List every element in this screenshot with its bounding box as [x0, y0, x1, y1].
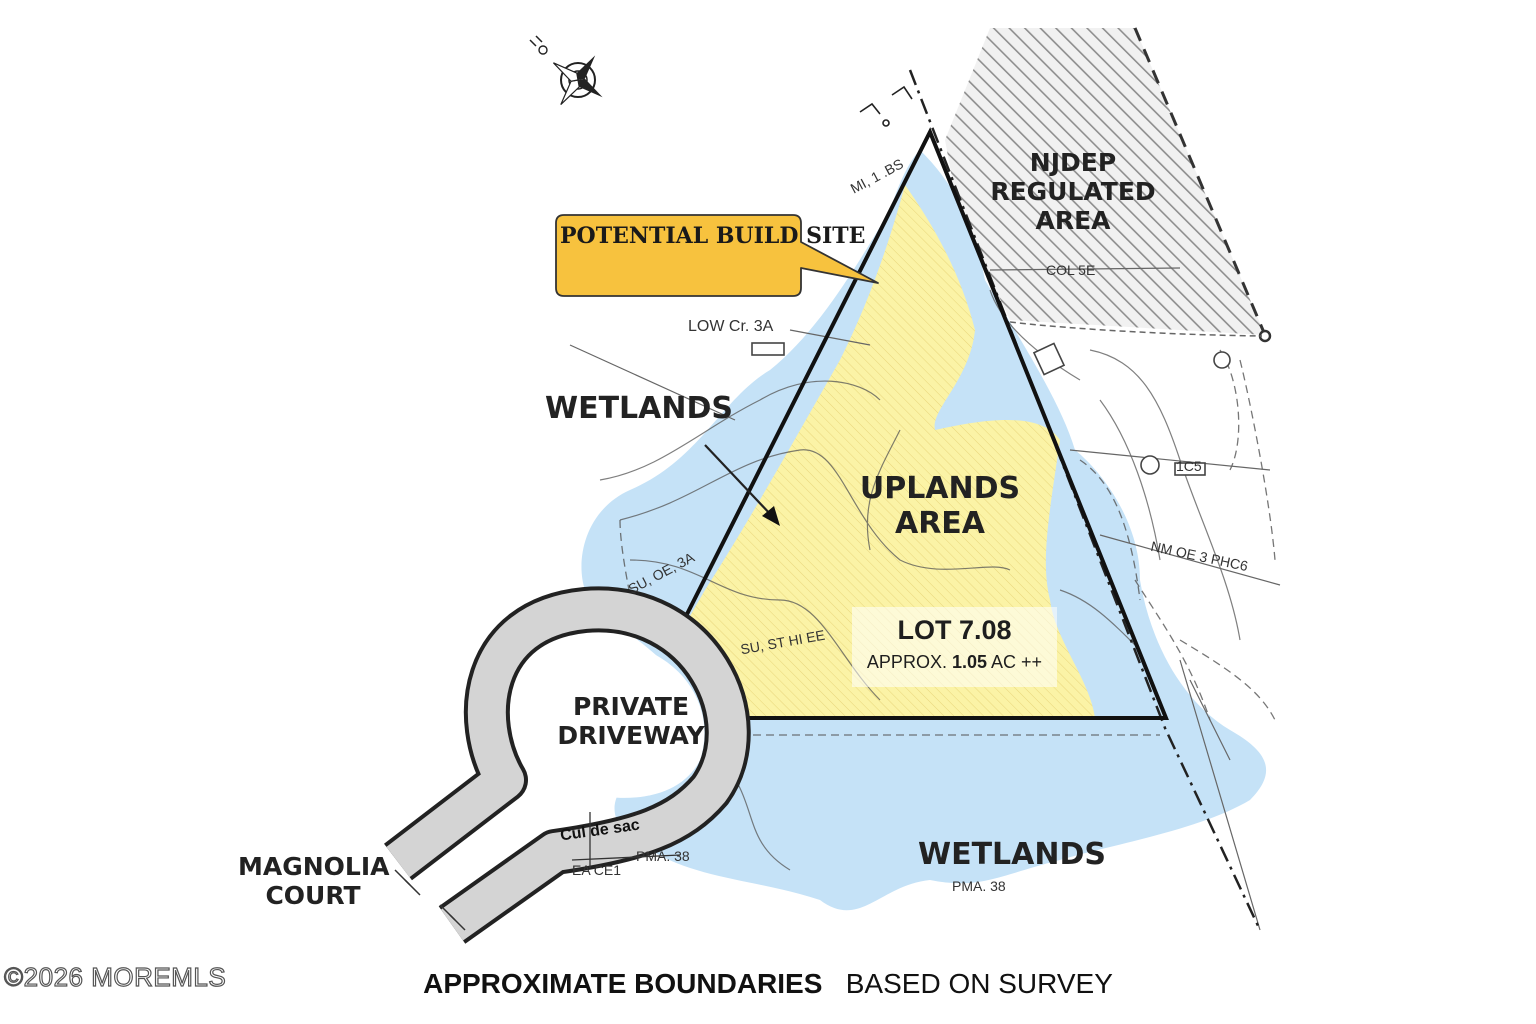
private-driveway-surface	[386, 590, 747, 941]
road-end-ticks	[394, 869, 466, 931]
boundary-north-tick	[859, 85, 913, 127]
wetlands-pointer-arrowhead	[762, 506, 780, 526]
lot-number: LOT 7.08	[897, 615, 1012, 645]
wetlands-pointer-arrow	[704, 444, 773, 517]
njdep-regulated-area	[945, 28, 1265, 335]
lot-acreage-prefix: APPROX.	[866, 652, 947, 672]
boundaries-note-normal: BASED ON SURVEY	[845, 968, 1113, 999]
boundaries-note-bold: APPROXIMATE BOUNDARIES	[423, 968, 823, 999]
njdep-lower-edge	[1009, 321, 1263, 337]
survey-note-ring: 1C5	[1176, 458, 1202, 474]
private-driveway-label: PRIVATE DRIVEWAY	[557, 692, 705, 750]
lot-acreage-value: 1.05	[951, 652, 988, 672]
boundaries-note: APPROXIMATE BOUNDARIES BASED ON SURVEY	[0, 968, 1536, 1000]
survey-note-bottom-mid: PMA. 38	[952, 878, 1006, 894]
njdep-regulated-area-label: NJDEP REGULATED AREA	[990, 148, 1156, 235]
survey-markers	[751, 342, 1231, 476]
driveway-inner-fill	[526, 641, 705, 798]
uplands-area-label: UPLANDS AREA	[859, 471, 1021, 541]
magnolia-court-label: MAGNOLIA COURT	[238, 852, 390, 910]
lot-acreage-suffix: AC ++	[991, 652, 1043, 672]
survey-note-enc: EA CE1	[572, 862, 622, 878]
driveway-marker-lines	[571, 812, 681, 868]
survey-note-low: LOW Cr. 3A	[688, 318, 774, 335]
potential-build-site-callout: POTENTIAL BUILD SITE	[560, 223, 866, 249]
leader-lines	[569, 267, 1281, 931]
wetlands-lower-label: WETLANDS	[918, 837, 1106, 872]
callout-box	[555, 214, 879, 297]
survey-note-njdep: COL 5E	[1046, 262, 1096, 278]
property-line-dashdot	[908, 69, 1262, 931]
wetlands-upper-label: WETLANDS	[545, 391, 733, 426]
survey-note-bottom-left: PMA. 38	[636, 848, 690, 864]
lot-acreage: APPROX. 1.05 AC ++	[852, 652, 1057, 673]
lot-info-box: LOT 7.08 APPROX. 1.05 AC ++	[852, 607, 1057, 687]
copyright-watermark: ©2026 MOREMLS	[3, 961, 227, 992]
compass-rose-icon	[529, 35, 603, 106]
njdep-boundary-line	[1133, 27, 1267, 336]
